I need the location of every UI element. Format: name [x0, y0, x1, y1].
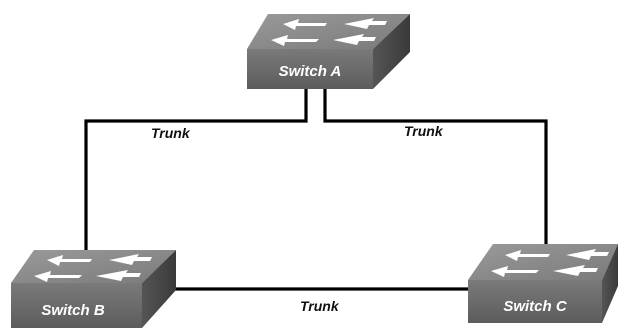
link-switch-a-to-switch-c — [323, 86, 548, 250]
switch-b-label: Switch B — [41, 302, 105, 319]
trunk-label-a-c: Trunk — [404, 123, 444, 139]
switch-a: Switch A — [247, 14, 410, 89]
switch-c: Switch C — [468, 244, 618, 323]
link-switch-a-to-switch-b — [84, 86, 308, 254]
switch-b: Switch B — [11, 250, 176, 328]
switch-icon — [247, 14, 410, 89]
switch-icon — [11, 250, 176, 328]
switch-c-label: Switch C — [503, 298, 568, 315]
switch-icon — [468, 244, 618, 323]
switch-a-label: Switch A — [279, 63, 342, 80]
trunk-label-a-b: Trunk — [151, 125, 191, 141]
trunk-label-b-c: Trunk — [300, 298, 340, 314]
